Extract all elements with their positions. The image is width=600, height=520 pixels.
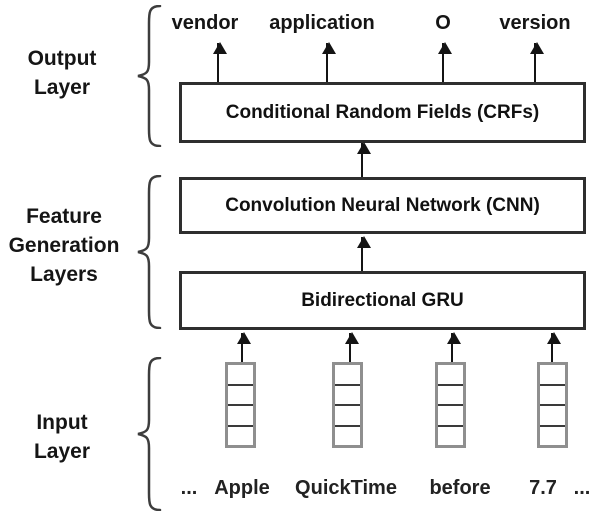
embedding-cell — [438, 424, 463, 445]
output-tag-version: version — [499, 12, 571, 34]
input-layer-brace-icon — [137, 357, 162, 511]
output-tag-vendor: vendor — [171, 12, 239, 34]
input-token-quicktime: QuickTime — [295, 477, 397, 499]
gru-box: Bidirectional GRU — [179, 271, 586, 330]
embedding-column-4 — [537, 362, 568, 448]
arrow-embedding-3-to-gru — [447, 332, 461, 362]
crf-box: Conditional Random Fields (CRFs) — [179, 82, 586, 143]
gru-box-label: Bidirectional GRU — [301, 289, 464, 311]
feature-layers-brace-icon — [137, 175, 162, 329]
output-tag-o: O — [435, 12, 451, 34]
cnn-box-label: Convolution Neural Network (CNN) — [225, 194, 540, 216]
embedding-cell — [438, 365, 463, 384]
arrow-embedding-2-to-gru — [345, 332, 359, 362]
cnn-box: Convolution Neural Network (CNN) — [179, 177, 586, 234]
arrow-crf-to-application — [322, 42, 336, 82]
output-layer-brace-icon — [137, 5, 162, 147]
input-token-version-number: 7.7 — [529, 477, 557, 499]
embedding-cell — [335, 404, 360, 425]
embedding-cell — [438, 404, 463, 425]
input-token-apple: Apple — [214, 477, 270, 499]
arrow-crf-to-vendor — [213, 42, 227, 82]
embedding-cell — [438, 383, 463, 404]
arrow-embedding-1-to-gru — [237, 332, 251, 362]
arrow-crf-to-version — [530, 42, 544, 82]
arrow-gru-to-cnn — [357, 236, 371, 271]
output-tag-application: application — [269, 12, 375, 34]
embedding-cell — [335, 424, 360, 445]
embedding-cell — [228, 383, 253, 404]
input-layer-label: Input Layer — [33, 411, 91, 463]
embedding-column-3 — [435, 362, 466, 448]
embedding-cell — [228, 424, 253, 445]
embedding-cell — [540, 424, 565, 445]
output-layer-label: Output Layer — [27, 47, 97, 99]
arrow-crf-to-o — [438, 42, 452, 82]
embedding-cell — [540, 404, 565, 425]
crf-box-label: Conditional Random Fields (CRFs) — [225, 101, 540, 123]
arrow-cnn-to-crf — [357, 142, 371, 177]
input-token-before: before — [429, 477, 491, 499]
input-token-ellipsis-left: ... — [180, 477, 198, 499]
embedding-cell — [335, 365, 360, 384]
embedding-column-1 — [225, 362, 256, 448]
embedding-cell — [228, 404, 253, 425]
embedding-cell — [540, 383, 565, 404]
embedding-cell — [228, 365, 253, 384]
input-token-ellipsis-right: ... — [573, 477, 591, 499]
embedding-cell — [540, 365, 565, 384]
embedding-column-2 — [332, 362, 363, 448]
feature-generation-layers-label: Feature Generation Layers — [8, 205, 120, 286]
arrow-embedding-4-to-gru — [547, 332, 561, 362]
embedding-cell — [335, 383, 360, 404]
